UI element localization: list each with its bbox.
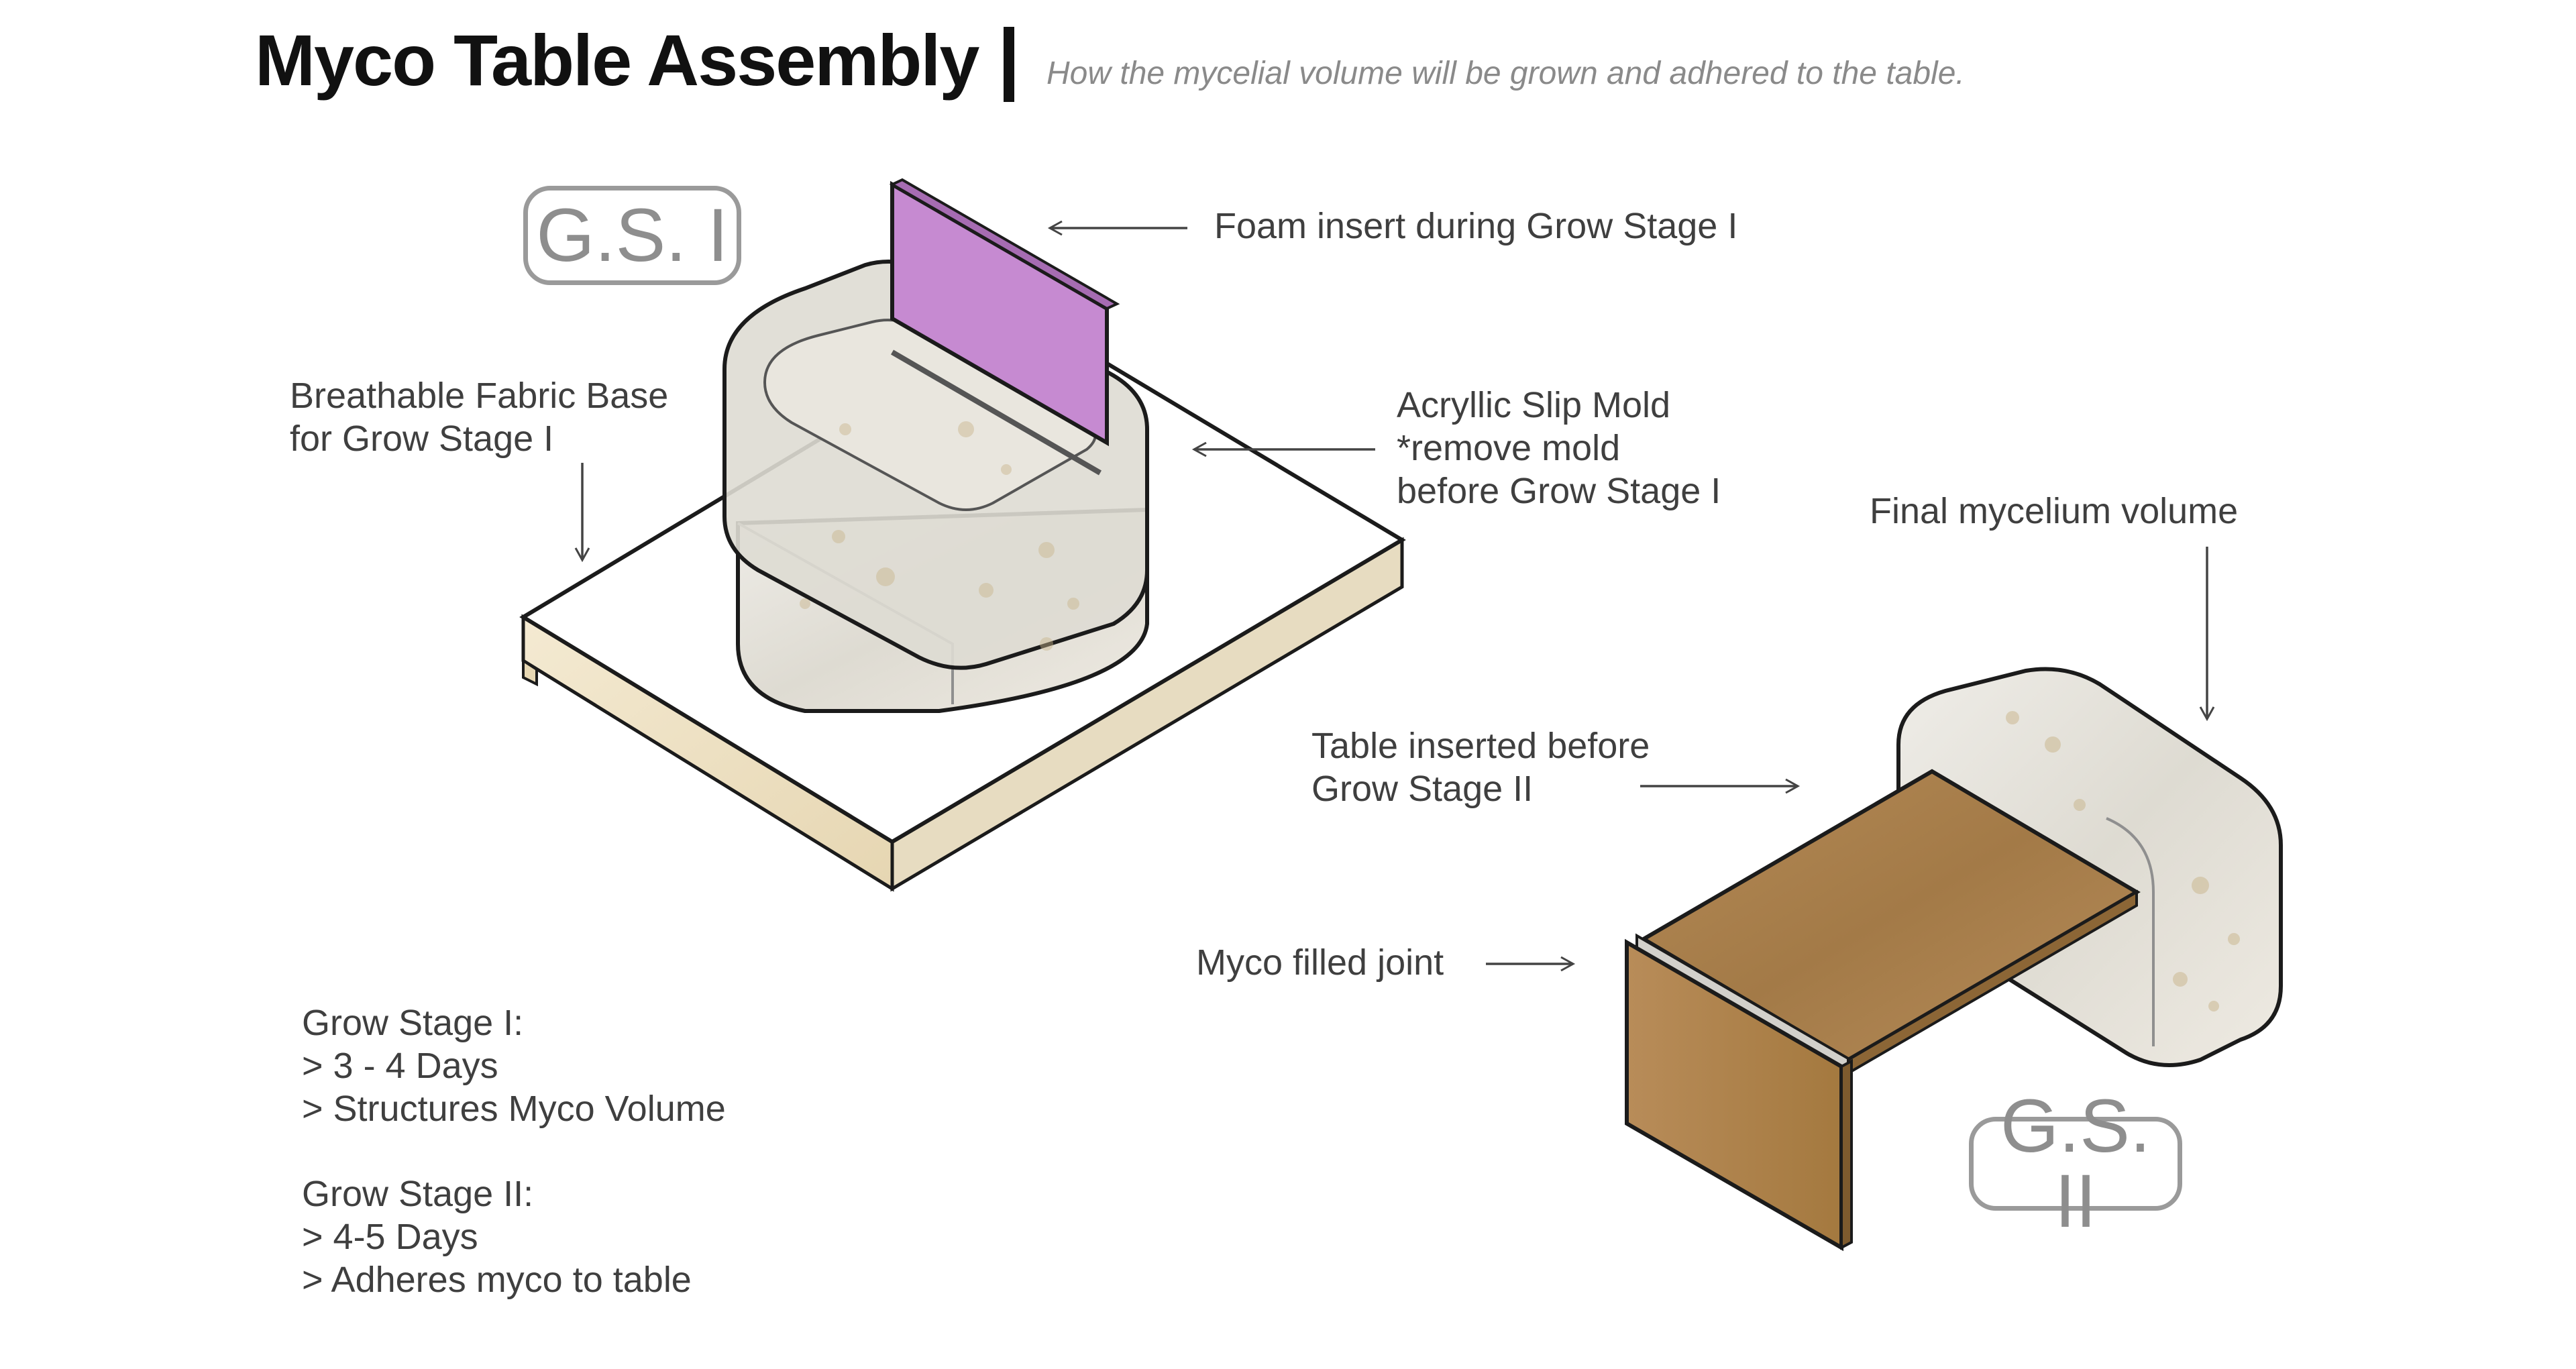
label-fabric-base-line-1: Breathable Fabric Base — [290, 376, 669, 416]
notes-stage-two-heading: Grow Stage II: — [302, 1174, 534, 1214]
callout-arrows — [574, 220, 2215, 972]
label-fabric-base-line-2: for Grow Stage I — [290, 419, 554, 459]
notes-grow-stage-two: Grow Stage II: > 4-5 Days > Adheres myco… — [302, 1172, 692, 1301]
label-table-inserted-line-1: Table inserted before — [1311, 726, 1650, 766]
title-divider — [1004, 27, 1014, 102]
page-subtitle: How the mycelial volume will be grown an… — [1046, 56, 1965, 91]
label-acrylic-mold-line-2: *remove mold — [1397, 428, 1621, 468]
label-acrylic-mold-line-3: before Grow Stage I — [1397, 471, 1721, 511]
label-acrylic-mold: Acryllic Slip Mold *remove mold before G… — [1397, 384, 1721, 512]
notes-stage-two-item: > 4-5 Days — [302, 1217, 478, 1257]
page-title: Myco Table Assembly — [255, 19, 979, 101]
label-table-inserted-line-2: Grow Stage II — [1311, 769, 1534, 809]
table — [1625, 769, 2141, 1252]
badge-grow-stage-one: G.S. I — [523, 186, 741, 285]
label-acrylic-mold-line-1: Acryllic Slip Mold — [1397, 385, 1671, 425]
label-myco-joint: Myco filled joint — [1196, 942, 1444, 983]
label-final-volume: Final mycelium volume — [1870, 491, 2239, 531]
notes-stage-one-item: > 3 - 4 Days — [302, 1046, 498, 1086]
notes-grow-stage-one: Grow Stage I: > 3 - 4 Days > Structures … — [302, 1001, 726, 1130]
label-foam-insert: Foam insert during Grow Stage I — [1214, 206, 1738, 246]
notes-stage-one-item: > Structures Myco Volume — [302, 1089, 726, 1129]
label-table-inserted: Table inserted before Grow Stage II — [1311, 724, 1650, 810]
foam-insert — [889, 178, 1120, 447]
notes-stage-two-item: > Adheres myco to table — [302, 1260, 692, 1300]
badge-grow-stage-two: G.S. II — [1969, 1089, 2182, 1239]
label-fabric-base: Breathable Fabric Base for Grow Stage I — [290, 374, 668, 460]
notes-stage-one-heading: Grow Stage I: — [302, 1003, 524, 1043]
